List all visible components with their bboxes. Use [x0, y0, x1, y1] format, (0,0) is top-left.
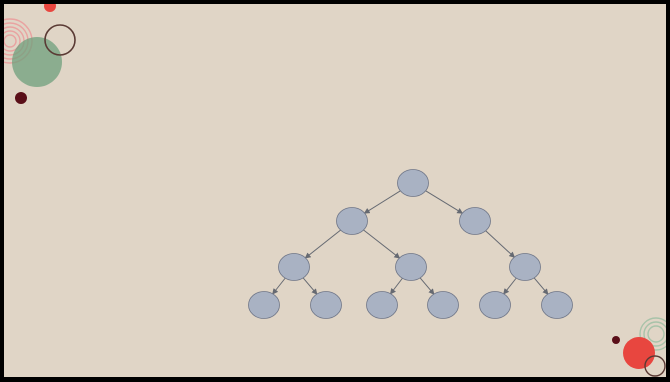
tree-edges: [272, 190, 549, 295]
tree-edge: [363, 190, 401, 214]
slide-canvas: [4, 4, 666, 377]
maroon-dot: [612, 336, 620, 344]
bottom-right-decoration: [612, 317, 666, 377]
maroon-dot: [15, 92, 27, 104]
dark-outline-ring: [44, 24, 76, 56]
tree-node: [278, 253, 310, 281]
tree-edge: [503, 277, 517, 295]
tree-node: [248, 291, 280, 319]
tree-edge: [363, 229, 401, 259]
tree-node: [310, 291, 342, 319]
green-disc: [12, 37, 62, 87]
tree-edge: [419, 277, 435, 295]
tree-node: [397, 169, 429, 197]
tree-node: [395, 253, 427, 281]
tree-node: [509, 253, 541, 281]
tree-edge: [485, 230, 516, 258]
slide-svg: [4, 4, 666, 377]
dark-outline-ring: [644, 355, 666, 377]
red-disc: [623, 337, 655, 369]
tree-node: [459, 207, 491, 235]
top-left-decoration: [4, 4, 76, 104]
small-red-dot: [44, 4, 56, 12]
tree-nodes: [248, 169, 573, 319]
tree-node: [541, 291, 573, 319]
tree-edge: [533, 277, 549, 295]
tree-edge: [425, 190, 464, 214]
tree-node: [479, 291, 511, 319]
tree-node: [366, 291, 398, 319]
tree-edge: [272, 277, 286, 295]
tree-node: [427, 291, 459, 319]
tree-edge: [304, 229, 341, 259]
tree-edge: [389, 277, 403, 295]
tree-edge: [302, 277, 318, 295]
tree-node: [336, 207, 368, 235]
light-green-rings: [639, 317, 666, 351]
